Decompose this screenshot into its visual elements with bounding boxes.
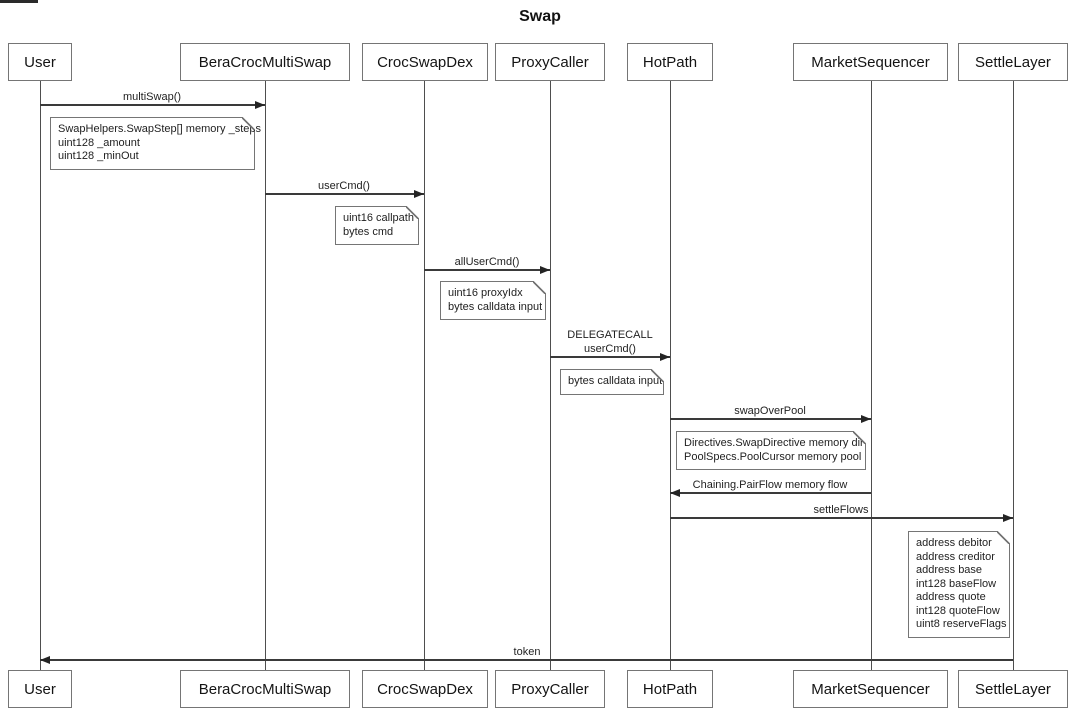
arrowhead-right-icon (1003, 513, 1013, 522)
message-label-usercmd: userCmd() (318, 180, 370, 192)
note-allusercmd-args: uint16 proxyIdx bytes calldata input (440, 281, 546, 320)
note-usercmd-args: uint16 callpath bytes cmd (335, 206, 419, 245)
participant-hotpath-bottom: HotPath (627, 670, 713, 708)
note-text: uint8 reserveFlags (916, 618, 1007, 630)
note-text: bytes cmd (343, 225, 394, 238)
participant-beracrocmultiswap-bottom: BeraCrocMultiSwap (180, 670, 350, 708)
diagram-title: Swap (519, 8, 561, 25)
participant-marketsequencer-top: MarketSequencer (793, 43, 948, 81)
note-text: address quote (916, 591, 986, 603)
arrowhead-left-icon (670, 488, 680, 497)
note-text: int128 quoteFlow (916, 604, 1000, 617)
note-text: int128 baseFlow (916, 577, 997, 590)
message-line-settleflows (670, 517, 1013, 519)
message-label-delegatecall-usercmd: userCmd() (584, 343, 636, 355)
note-text: address base (916, 564, 983, 576)
note-settleflows-args: address debitor address creditor address… (908, 531, 1010, 638)
lifeline-marketsequencer (870, 81, 872, 670)
arrowhead-right-icon (660, 352, 670, 361)
message-label-pairflow: Chaining.PairFlow memory flow (692, 479, 848, 491)
message-line-pairflow (670, 492, 871, 494)
message-label-swapoverpool: swapOverPool (734, 405, 806, 417)
note-text: uint128 _amount (58, 136, 140, 149)
lifeline-crocswapdex (423, 81, 425, 670)
participant-hotpath-top: HotPath (627, 43, 713, 81)
participant-settlelayer-top: SettleLayer (958, 43, 1068, 81)
lifeline-beracrocmultiswap (264, 81, 266, 670)
participant-proxycaller-top: ProxyCaller (495, 43, 605, 81)
arrowhead-right-icon (414, 189, 424, 198)
note-text: bytes calldata input (448, 300, 543, 313)
note-text: bytes calldata input (568, 375, 663, 387)
participant-marketsequencer-bottom: MarketSequencer (793, 670, 948, 708)
note-text: uint16 callpath (343, 212, 414, 224)
participant-beracrocmultiswap-top: BeraCrocMultiSwap (180, 43, 350, 81)
note-multiswap-args: SwapHelpers.SwapStep[] memory _steps uin… (50, 117, 261, 170)
message-line-usercmd (265, 193, 424, 195)
message-label-allusercmd: allUserCmd() (454, 256, 520, 268)
message-line-token (40, 659, 1013, 661)
message-line-multiswap (40, 104, 265, 106)
message-label-delegatecall: DELEGATECALL (567, 329, 653, 341)
message-label-token: token (513, 646, 541, 658)
participant-user-bottom: User (8, 670, 72, 708)
lifeline-proxycaller (549, 81, 551, 670)
note-text: address creditor (916, 550, 995, 563)
note-text: PoolSpecs.PoolCursor memory pool (684, 450, 862, 463)
note-text: uint128 _minOut (58, 150, 139, 162)
note-text: Directives.SwapDirective memory dir (684, 437, 864, 449)
note-text: address debitor (916, 537, 992, 549)
participant-proxycaller-bottom: ProxyCaller (495, 670, 605, 708)
arrowhead-right-icon (540, 265, 550, 274)
note-delegatecall-args: bytes calldata input (560, 369, 664, 395)
lifeline-settlelayer (1012, 81, 1014, 670)
screenshot-artifact (0, 0, 38, 3)
lifeline-hotpath (669, 81, 671, 670)
participant-crocswapdex-bottom: CrocSwapDex (362, 670, 488, 708)
participant-settlelayer-bottom: SettleLayer (958, 670, 1068, 708)
message-line-allusercmd (424, 269, 550, 271)
message-line-swapoverpool (670, 418, 871, 420)
message-label-settleflows: settleFlows (813, 504, 869, 516)
message-line-delegatecall (550, 356, 670, 358)
note-text: SwapHelpers.SwapStep[] memory _steps (58, 123, 261, 135)
participant-user-top: User (8, 43, 72, 81)
participant-crocswapdex-top: CrocSwapDex (362, 43, 488, 81)
arrowhead-right-icon (861, 414, 871, 423)
arrowhead-left-icon (40, 655, 50, 664)
note-text: uint16 proxyIdx (448, 287, 523, 299)
message-label-multiswap: multiSwap() (122, 91, 182, 103)
lifeline-user (39, 81, 41, 670)
arrowhead-right-icon (255, 100, 265, 109)
note-swapoverpool-args: Directives.SwapDirective memory dir Pool… (676, 431, 866, 470)
